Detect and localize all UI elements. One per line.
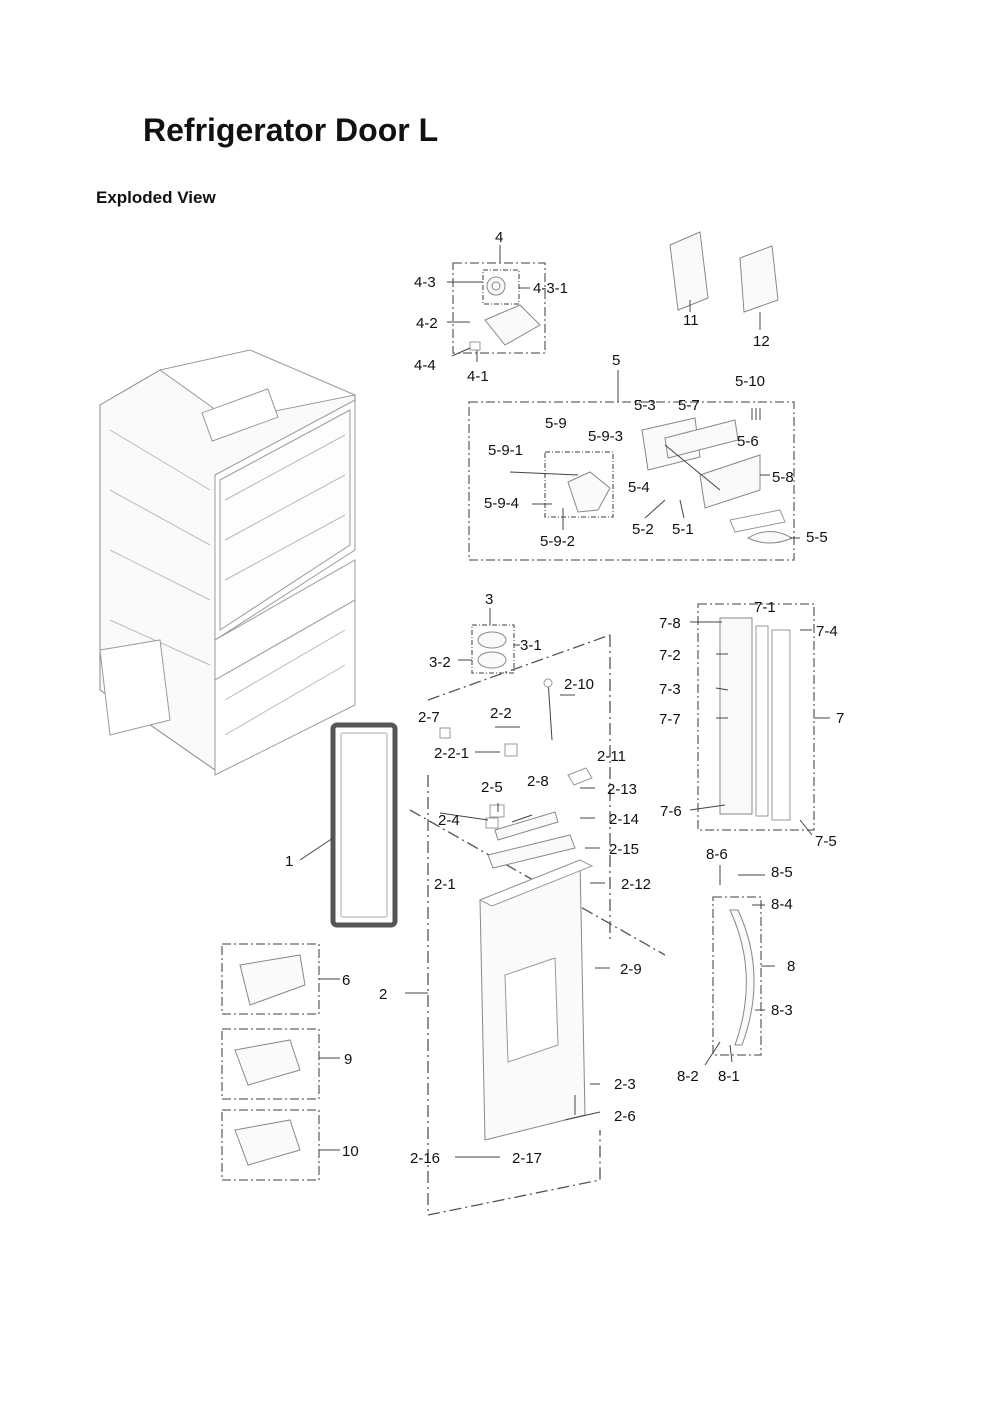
group-3 (458, 608, 520, 674)
group-5 (468, 370, 800, 561)
callout-5-10: 5-10 (735, 373, 765, 390)
callout-7-5: 7-5 (815, 833, 837, 850)
callout-2-7: 2-7 (418, 709, 440, 726)
callout-8: 8 (787, 958, 795, 975)
callout-9: 9 (344, 1051, 352, 1068)
callout-5-9: 5-9 (545, 415, 567, 432)
callout-2-1: 2-1 (434, 876, 456, 893)
callout-11: 11 (683, 312, 699, 329)
callout-8-3: 8-3 (771, 1002, 793, 1019)
callout-8-2: 8-2 (677, 1068, 699, 1085)
callout-2-11: 2-11 (597, 748, 626, 765)
callout-2-3: 2-3 (614, 1076, 636, 1093)
callout-5-1: 5-1 (672, 521, 694, 538)
group-2-door (405, 634, 666, 1216)
callout-7-4: 7-4 (816, 623, 838, 640)
callout-4-1: 4-1 (467, 368, 489, 385)
callout-7-1: 7-1 (754, 599, 776, 616)
callout-4: 4 (495, 229, 503, 246)
callout-5-2: 5-2 (632, 521, 654, 538)
page-title: Refrigerator Door L (143, 112, 439, 148)
refrigerator-cabinet (99, 349, 357, 776)
callout-3-1: 3-1 (520, 637, 542, 654)
callout-5: 5 (612, 352, 620, 369)
callout-10: 10 (342, 1143, 359, 1160)
callout-5-9-4: 5-9-4 (484, 495, 519, 512)
group-8 (704, 865, 775, 1066)
callout-8-1: 8-1 (718, 1068, 740, 1085)
callout-2: 2 (379, 986, 387, 1003)
callout-8-6: 8-6 (706, 846, 728, 863)
callout-2-2-1: 2-2-1 (434, 745, 469, 762)
part-11-12 (669, 231, 779, 330)
callout-4-2: 4-2 (416, 315, 438, 332)
part-6-9-10 (221, 943, 340, 1181)
callout-5-9-1: 5-9-1 (488, 442, 523, 459)
callout-8-5: 8-5 (771, 864, 793, 881)
callout-5-9-2: 5-9-2 (540, 533, 575, 550)
callout-12: 12 (753, 333, 770, 350)
callout-1: 1 (285, 853, 293, 870)
callout-2-16: 2-16 (410, 1150, 440, 1167)
callout-6: 6 (342, 972, 350, 989)
part-1-gasket (299, 722, 398, 928)
callout-4-3-1: 4-3-1 (533, 280, 568, 297)
callout-5-3: 5-3 (634, 397, 656, 414)
callout-2-9: 2-9 (620, 961, 642, 978)
callout-3: 3 (485, 591, 493, 608)
callout-5-6: 5-6 (737, 433, 759, 450)
group-4 (447, 245, 546, 362)
callout-7-8: 7-8 (659, 615, 681, 632)
callout-7-2: 7-2 (659, 647, 681, 664)
callout-2-6: 2-6 (614, 1108, 636, 1125)
callout-5-5: 5-5 (806, 529, 828, 546)
callout-7-7: 7-7 (659, 711, 681, 728)
callout-labels: 4 4-3 4-3-1 4-2 4-4 4-1 11 12 5 5-10 5-3… (285, 229, 844, 1167)
callout-2-13: 2-13 (607, 781, 637, 798)
callout-7: 7 (836, 710, 844, 727)
callout-2-14: 2-14 (609, 811, 639, 828)
callout-2-2: 2-2 (490, 705, 512, 722)
callout-5-8: 5-8 (772, 469, 794, 486)
callout-2-12: 2-12 (621, 876, 651, 893)
callout-5-4: 5-4 (628, 479, 650, 496)
callout-5-7: 5-7 (678, 397, 700, 414)
callout-2-10: 2-10 (564, 676, 594, 693)
callout-2-8: 2-8 (527, 773, 549, 790)
callout-2-4: 2-4 (438, 812, 460, 829)
callout-4-4: 4-4 (414, 357, 436, 374)
callout-2-17: 2-17 (512, 1150, 542, 1167)
section-subtitle: Exploded View (96, 188, 216, 207)
callout-8-4: 8-4 (771, 896, 793, 913)
callout-3-2: 3-2 (429, 654, 451, 671)
group-7 (689, 603, 830, 836)
callout-2-15: 2-15 (609, 841, 639, 858)
callout-4-3: 4-3 (414, 274, 436, 291)
callout-2-5: 2-5 (481, 779, 503, 796)
callout-7-6: 7-6 (660, 803, 682, 820)
callout-5-9-3: 5-9-3 (588, 428, 623, 445)
callout-7-3: 7-3 (659, 681, 681, 698)
